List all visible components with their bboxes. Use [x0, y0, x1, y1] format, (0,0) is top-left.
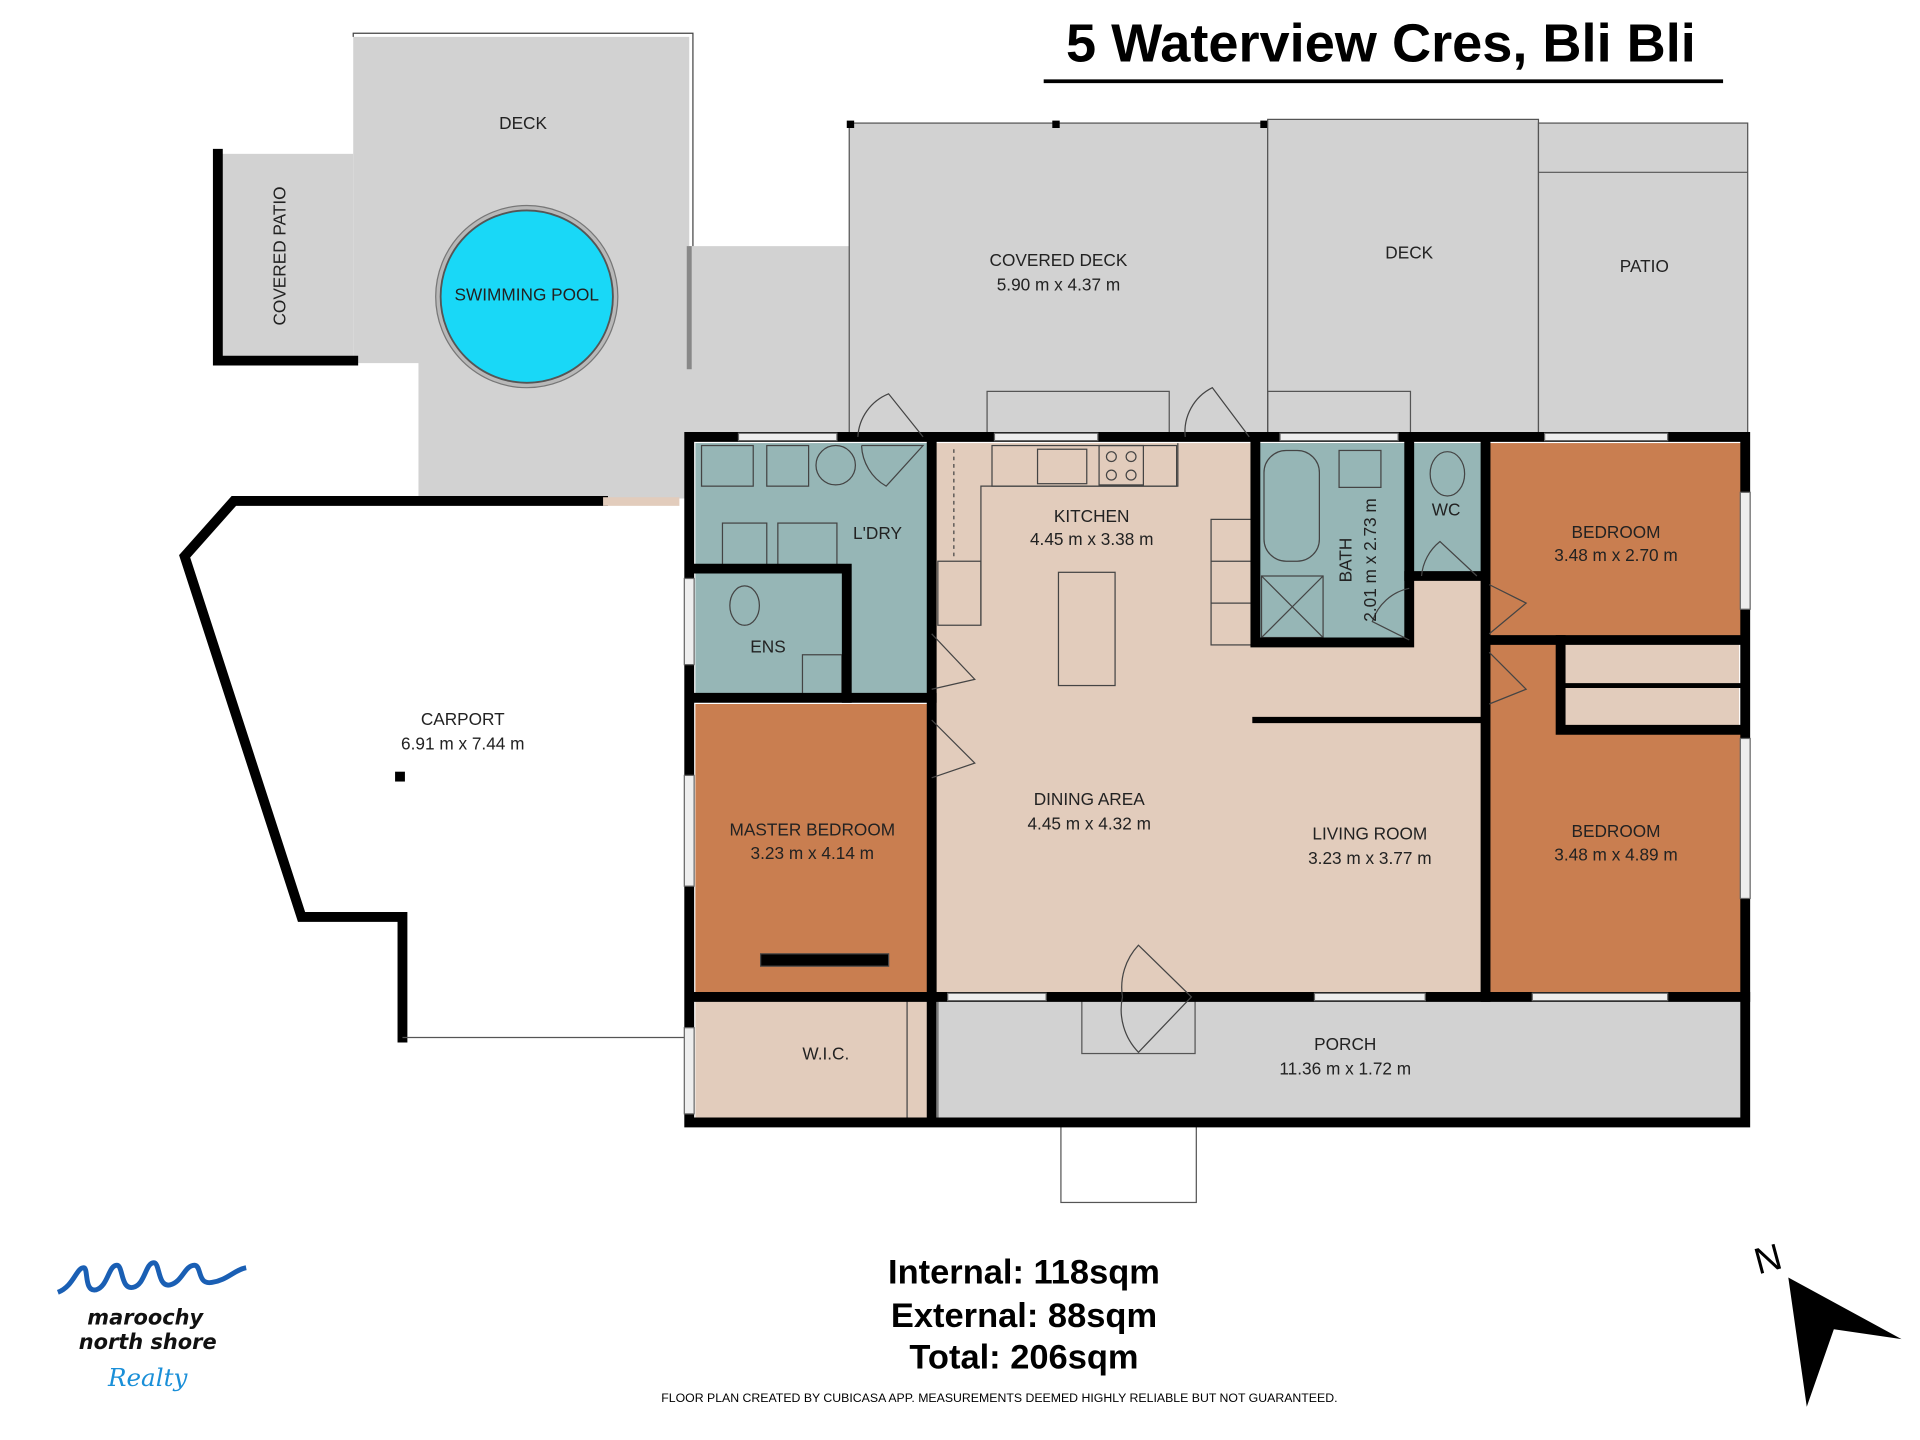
wic-floor	[695, 999, 930, 1120]
living-label: LIVING ROOM	[1312, 823, 1427, 843]
north-label: N	[1750, 1236, 1786, 1283]
deck-left-label: DECK	[499, 113, 547, 133]
kitchen-label: KITCHEN	[1054, 506, 1130, 526]
porch-label: PORCH	[1314, 1034, 1376, 1054]
wave-logo-icon	[56, 1260, 247, 1295]
bath-floor	[1255, 443, 1413, 643]
covered-patio-label: COVERED PATIO	[270, 186, 290, 325]
bedroom2-label: BEDROOM	[1572, 821, 1661, 841]
realty-logo: maroochy north shore Realty	[56, 1260, 247, 1392]
internal-area: Internal: 118sqm	[888, 1254, 1160, 1292]
north-arrow-icon: N	[1750, 1236, 1902, 1407]
dining-dims: 4.45 m x 4.32 m	[1027, 814, 1150, 834]
carport: CARPORT 6.91 m x 7.44 m	[179, 496, 686, 1043]
porch-dims: 11.36 m x 1.72 m	[1279, 1058, 1411, 1078]
doors	[857, 386, 1528, 1054]
ensuite-label: ENS	[750, 636, 785, 656]
laundry-label: L'DRY	[853, 523, 902, 543]
logo-line3: Realty	[107, 1363, 189, 1392]
bath-label: BATH	[1335, 538, 1355, 583]
porch: PORCH 11.36 m x 1.72 m	[937, 998, 1749, 1204]
disclaimer: FLOOR PLAN CREATED BY CUBICASA APP. MEAS…	[661, 1391, 1337, 1405]
dining-label: DINING AREA	[1034, 789, 1146, 809]
master-floor	[695, 704, 930, 997]
total-area: Total: 206sqm	[909, 1339, 1138, 1377]
living-dims: 3.23 m x 3.77 m	[1308, 848, 1431, 868]
covered-deck: COVERED DECK 5.90 m x 4.37 m	[846, 120, 1269, 438]
logo-line1: maroochy	[87, 1305, 204, 1329]
covered-deck-dims: 5.90 m x 4.37 m	[997, 274, 1120, 294]
external-area: External: 88sqm	[891, 1297, 1157, 1335]
bedroom1-dims: 3.48 m x 2.70 m	[1554, 545, 1677, 565]
fixtures	[700, 443, 1466, 1120]
wc-floor	[1412, 443, 1484, 576]
deck-right: DECK	[1267, 118, 1540, 438]
patio: PATIO	[1537, 122, 1749, 438]
bedroom2-floor	[1489, 642, 1742, 995]
windows	[683, 432, 1751, 1115]
bath-dims: 2.01 m x 2.73 m	[1360, 498, 1380, 621]
carport-dims: 6.91 m x 7.44 m	[401, 734, 524, 754]
patio-label: PATIO	[1620, 256, 1669, 276]
bedroom1-label: BEDROOM	[1572, 522, 1661, 542]
wic-label: W.I.C.	[802, 1044, 849, 1064]
covered-deck-label: COVERED DECK	[990, 250, 1128, 270]
carport-label: CARPORT	[421, 709, 505, 729]
swimming-pool: SWIMMING POOL	[435, 204, 619, 389]
page-title: 5 Waterview Cres, Bli Bli	[1066, 14, 1696, 74]
deck-right-label: DECK	[1385, 242, 1433, 262]
wc-label: WC	[1432, 500, 1461, 520]
covered-patio: COVERED PATIO	[212, 148, 359, 366]
logo-line2: north shore	[79, 1330, 217, 1354]
master-label: MASTER BEDROOM	[730, 820, 896, 840]
bedroom1-floor	[1489, 443, 1742, 638]
pool-label: SWIMMING POOL	[455, 284, 599, 304]
master-dims: 3.23 m x 4.14 m	[751, 843, 874, 863]
kitchen-dims: 4.45 m x 3.38 m	[1030, 529, 1153, 549]
bedroom2-dims: 3.48 m x 4.89 m	[1554, 844, 1677, 864]
